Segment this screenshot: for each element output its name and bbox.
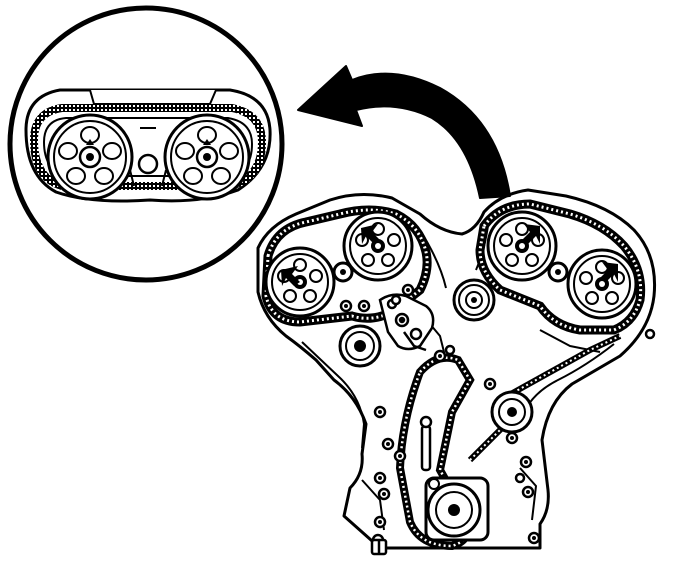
- detail-camshaft-sprocket-right: [163, 113, 251, 201]
- crankshaft-sprocket: [424, 476, 490, 542]
- camshaft-sprocket-right-outer: [566, 248, 638, 320]
- tensioner-rod: [419, 415, 433, 472]
- bolt-centers: [344, 288, 536, 540]
- timing-mark-arrow-1: [281, 266, 300, 286]
- detail-view: [7, 5, 285, 283]
- curved-pointer-arrow: [297, 65, 511, 199]
- timing-mark-arrow-3: [522, 224, 540, 244]
- bottom-stud: [370, 538, 388, 556]
- camshaft-sprocket-left-inner: [342, 210, 414, 282]
- detail-camshaft-sprocket-left: [46, 113, 134, 201]
- lower-drive-belt: [395, 353, 475, 551]
- bolt-bosses: [339, 283, 656, 547]
- timing-mark-arrow-2: [361, 224, 380, 244]
- water-pump-pulley: [338, 324, 382, 368]
- cam-timing-belt: [261, 199, 646, 335]
- camshaft-sprocket-right-inner: [486, 210, 558, 282]
- detail-center-hole: [137, 153, 159, 175]
- cam-idler-left: [332, 261, 354, 283]
- timing-mark-arrows: [281, 224, 618, 286]
- detail-timing-belt: [29, 104, 267, 190]
- right-idler-pulley: [490, 390, 534, 434]
- cam-idler-right: [547, 261, 569, 283]
- center-idler-pulley: [452, 278, 496, 322]
- timing-mark-arrow-4: [600, 262, 618, 282]
